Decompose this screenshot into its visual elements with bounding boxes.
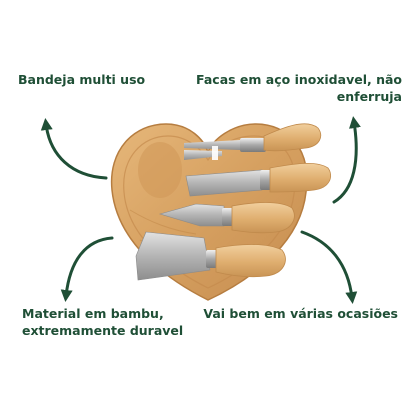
label-stainless-knives-line1: Facas em aço inoxidavel, não (196, 72, 402, 87)
label-multi-use-tray: Bandeja multi uso (18, 71, 145, 88)
arrow-top-right-icon (332, 116, 361, 204)
cheese-spatula (135, 231, 286, 281)
label-bamboo-material: Material em bambu, extremamente duravel (22, 305, 183, 339)
label-bamboo-material-line1: Material em bambu, (22, 306, 164, 321)
arrow-bottom-right-icon (300, 230, 358, 304)
cheese-knife-pointed (158, 202, 295, 234)
label-bamboo-material-line2: extremamente duravel (22, 323, 184, 338)
cheese-fork (184, 123, 322, 160)
cheese-knife-long (185, 163, 331, 197)
label-stainless-knives-line2: enferruja (336, 89, 402, 104)
arrow-bottom-left-icon (60, 236, 114, 302)
label-stainless-knives: Facas em aço inoxidavel, não enferruja (196, 71, 402, 105)
arrow-top-left-icon (40, 118, 108, 180)
label-multi-use-tray-text: Bandeja multi uso (18, 72, 146, 87)
label-many-occasions: Vai bem em várias ocasiões (203, 305, 398, 322)
label-many-occasions-text: Vai bem em várias ocasiões (203, 306, 398, 321)
